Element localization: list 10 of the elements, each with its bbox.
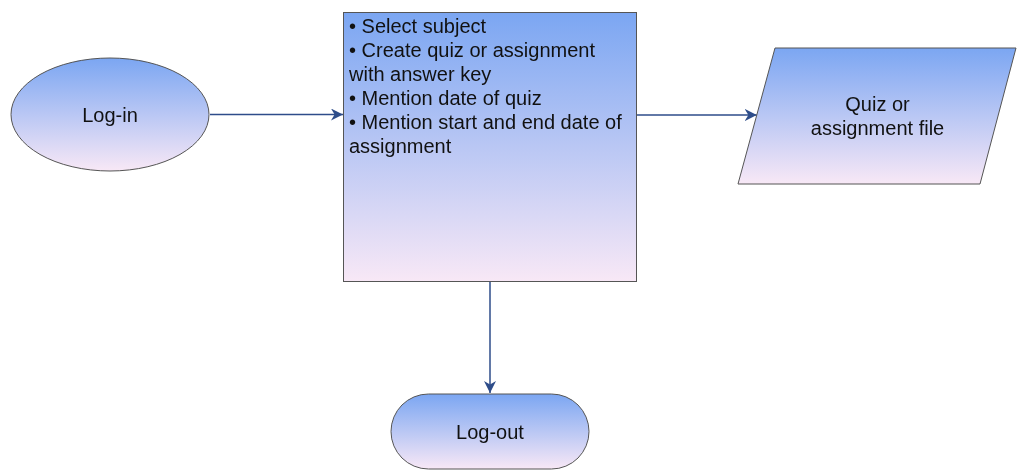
bullet-item: • Mention start and end date of assignment [349, 110, 623, 158]
bullet-item: • Select subject [349, 14, 488, 38]
arrow [209, 108, 344, 121]
bullet-item: • Create quiz or assignment with answer key [349, 38, 596, 86]
arrow [636, 109, 758, 121]
node-label: Log-out [455, 419, 525, 444]
bullet-item: • Mention date of quiz [349, 86, 543, 110]
node-label: Log-in [81, 102, 139, 127]
arrow [484, 281, 496, 394]
node-label: Quiz or assignment file [809, 92, 946, 140]
